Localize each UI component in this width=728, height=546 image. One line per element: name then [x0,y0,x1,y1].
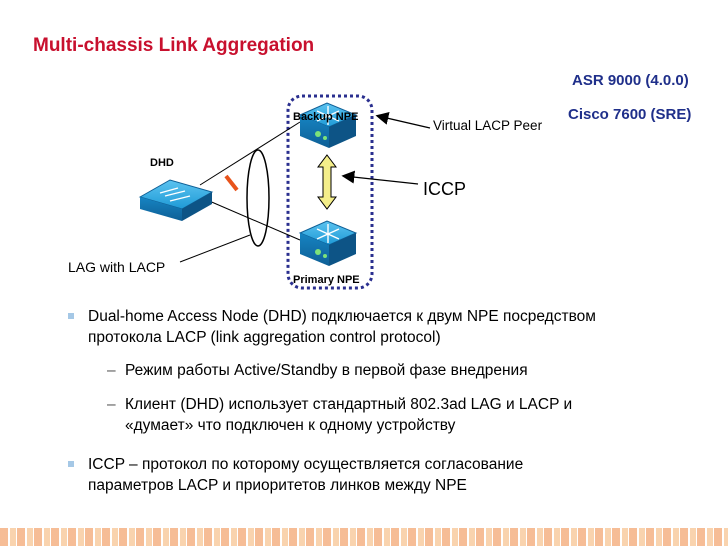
primary-npe-router-icon [298,220,358,266]
bullet-text: ICCP – протокол по которому осуществляет… [88,456,524,473]
link-to-primary [199,196,301,241]
model-cisco: Cisco 7600 (SRE) [568,106,692,123]
lag-pointer [179,234,251,263]
footer-decoration [0,528,728,546]
lag-mark [224,174,239,192]
iccp-label: ICCP [423,179,467,199]
backup-npe-label: Backup NPE [293,111,359,123]
bullet-text: Dual-home Access Node (DHD) подключается… [88,308,596,325]
dhd-label: DHD [150,157,174,169]
model-asr: ASR 9000 (4.0.0) [572,72,689,89]
bullet-text: протокола LACP (link aggregation control… [88,329,441,346]
bullet-text: параметров LACP и приоритетов линков меж… [88,477,467,494]
bullet-dhd: Dual-home Access Node (DHD) подключается… [60,306,700,348]
virtual-peer-label: Virtual LACP Peer [433,118,543,133]
link-to-backup [199,121,301,186]
lag-ellipse [246,149,270,247]
dhd-switch-icon [138,179,214,221]
subbullet-client: – Клиент (DHD) использует стандартный 80… [107,394,697,436]
primary-npe-label: Primary NPE [293,274,360,286]
subbullet-mode: – Режим работы Active/Standby в первой ф… [107,360,697,381]
dash-marker: – [107,362,116,379]
virtual-peer-arrow [375,112,431,129]
bullet-marker [68,461,74,467]
iccp-arrow [341,170,419,185]
bullet-marker [68,313,74,319]
bullet-iccp: ICCP – протокол по которому осуществляет… [60,454,700,496]
lag-label: LAG with LACP [68,259,166,275]
iccp-double-arrow [317,154,337,210]
page-title: Multi-chassis Link Aggregation [33,35,315,56]
subbullet-text: Режим работы Active/Standby в первой фаз… [125,362,528,379]
backup-npe-router-icon [298,102,358,148]
subbullet-text: «думает» что подключен к одному устройст… [125,417,456,434]
dash-marker: – [107,396,116,413]
subbullet-text: Клиент (DHD) использует стандартный 802.… [125,396,573,413]
